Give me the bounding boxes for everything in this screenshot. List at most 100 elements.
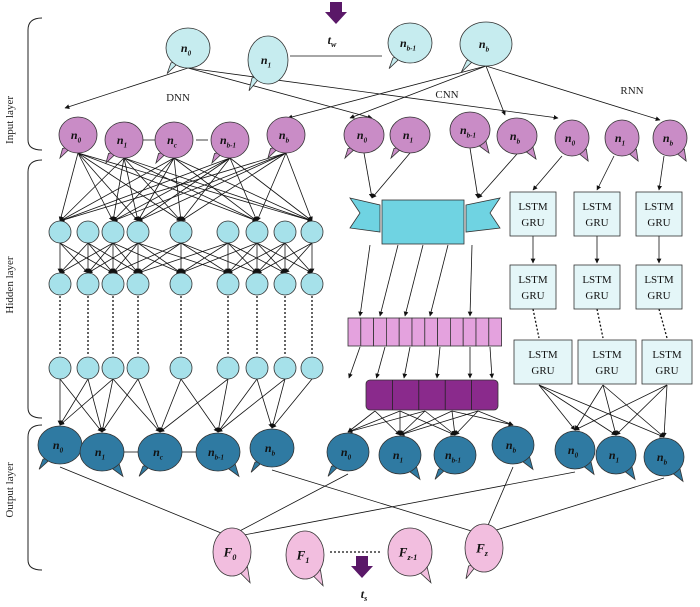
dnn-out-edge <box>180 378 219 433</box>
cnn-output-node-2 <box>433 435 477 480</box>
rnn-output-node-0-label-base: n <box>568 443 575 457</box>
dnn-input-node-1-label-base: n <box>117 133 124 147</box>
conv-left-band <box>349 197 381 233</box>
cnn-input-node-2-label: nb-1 <box>460 123 476 139</box>
cnn-output-node-0-label: n0 <box>341 445 352 461</box>
dnn-mid-edge <box>256 242 313 274</box>
dnn-in-edge <box>111 157 125 222</box>
final-node-2-label-base: F <box>398 545 408 560</box>
cnn-out-edge <box>454 410 479 436</box>
dnn-hidden-node-r2-c6 <box>245 356 269 380</box>
dnn-out-edge <box>216 378 229 433</box>
dnn-input-node-4-label-sub: b <box>286 137 290 145</box>
dnn-in-edge <box>123 157 258 222</box>
dnn-out-edge <box>137 378 161 433</box>
dnn-output-node-0-label-sub: 0 <box>60 447 64 455</box>
pool-cell-light <box>373 317 387 347</box>
dnn-out-edge <box>217 378 258 433</box>
cnn-output-node-0-label-sub: 0 <box>348 454 352 462</box>
final-node-1-label-base: F <box>296 548 306 563</box>
lstm-text-2: GRU <box>595 365 618 377</box>
dnn-input-node-3 <box>210 121 250 165</box>
cnn-input-node-3-label-base: n <box>510 129 517 143</box>
dnn-output-node-1-label-sub: 1 <box>102 454 106 462</box>
pool-cell-light <box>488 317 502 347</box>
dnn-input-node-3-label-sub: b-1 <box>227 142 236 150</box>
dnn-mid-edge <box>112 242 182 274</box>
out-to-final <box>59 466 227 536</box>
rnn-output-node-2 <box>643 437 685 483</box>
lstm-text-1: LSTM <box>518 274 548 286</box>
top-node-1-label-base: n <box>261 53 268 67</box>
dnn-mid-edge <box>227 242 286 274</box>
dnn-output-node-0 <box>37 425 83 470</box>
dnn-out-edge <box>256 378 274 429</box>
dnn-hidden-node-r2-c5 <box>216 356 240 380</box>
dnn-output-node-2-label: nc <box>153 445 163 461</box>
top-node-1-label-sub: 1 <box>268 62 272 70</box>
cnn-out-edge <box>451 410 514 427</box>
lstm-text-1: LSTM <box>652 349 682 361</box>
pool-cell-light <box>424 317 438 347</box>
top-b-to-cnn <box>349 65 487 119</box>
lstm-box-r1-c1 <box>573 264 621 310</box>
rnn-input-node-1-body <box>604 119 640 157</box>
lstm-text-2: GRU <box>647 290 670 302</box>
rnn-input-node-1-label-sub: 1 <box>622 140 626 148</box>
pool-to-pool <box>375 346 386 379</box>
dnn-output-node-1-body <box>79 432 125 472</box>
dnn-output-node-3-label: nb-1 <box>208 445 224 461</box>
conv-to-pool <box>378 244 399 317</box>
lstm-text-1: LSTM <box>528 349 558 361</box>
cnn-output-node-1-label: n1 <box>393 448 403 464</box>
conv-to-pool <box>467 244 473 317</box>
dnn-input-node-3-body <box>210 121 250 159</box>
dnn-in-edge <box>137 152 287 222</box>
cnn-input-node-1-body <box>389 116 431 154</box>
cnn-output-node-0 <box>326 432 370 477</box>
out-to-final <box>485 466 514 531</box>
conv-to-pool <box>358 244 371 317</box>
cnn-in-edge <box>363 152 374 199</box>
conv-right-band <box>465 197 501 233</box>
dnn-output-node-3-label-sub: b-1 <box>215 454 224 462</box>
rnn-input-node-2-label-base: n <box>663 131 670 145</box>
pool-cell-light <box>462 317 477 347</box>
dnn-in-edge <box>137 157 231 222</box>
top-node-2 <box>387 22 433 69</box>
final-node-1-label-sub: 1 <box>305 556 309 565</box>
dnn-hidden-node-r0-c7 <box>273 220 297 244</box>
top-to-rnn <box>187 67 559 120</box>
dnn-output-node-1-label-base: n <box>95 445 102 459</box>
dnn-input-node-4-body <box>266 116 306 154</box>
out-to-final <box>227 471 576 540</box>
rnn-in-edge <box>657 155 665 191</box>
cnn-input-node-1-label-base: n <box>403 128 410 142</box>
dnn-mid-edge <box>227 242 258 274</box>
dnn-in-edge <box>256 152 287 222</box>
lstm-text-1: LSTM <box>644 201 674 213</box>
dnn-output-node-0-label-base: n <box>53 438 60 452</box>
rnn-input-node-2 <box>652 119 688 162</box>
final-node-2-body <box>387 527 433 577</box>
dnn-in-edge <box>59 157 125 222</box>
conv-to-pool <box>403 244 424 317</box>
top-node-2-label-sub: b-1 <box>407 45 416 53</box>
cnn-input-node-1 <box>389 116 431 160</box>
dnn-in-edge <box>173 157 258 222</box>
rnn-output-node-2-label-sub: b <box>664 459 668 467</box>
cnn-input-node-0-label-base: n <box>357 128 364 142</box>
cnn-output-node-1-body <box>378 435 422 475</box>
top-node-3 <box>459 21 513 73</box>
rnn-input-node-2-body <box>652 119 688 157</box>
dnn-in-edge <box>112 157 175 222</box>
pool-cell-light <box>360 317 374 347</box>
rnn-input-node-1-label: n1 <box>615 131 625 147</box>
dnn-input-node-1-body <box>104 121 144 159</box>
lstm-box-r1-c0 <box>509 264 557 310</box>
dnn-out-edge <box>101 378 139 433</box>
final-node-1-label: F1 <box>296 548 310 566</box>
ts-label: ts <box>361 587 367 603</box>
dnn-out-edge <box>217 378 286 433</box>
final-node-0-body <box>212 527 252 577</box>
